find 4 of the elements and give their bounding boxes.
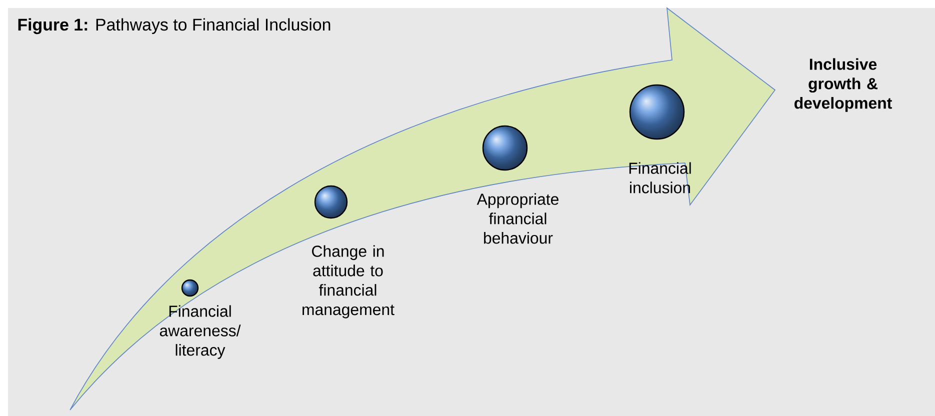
goal-label: Inclusive growth & development [794, 58, 892, 112]
stage-label: Appropriate financial behaviour [476, 193, 558, 244]
diagram-title: Figure 1: Pathways to Financial Inclusion [18, 18, 330, 34]
stage-label: Change in attitude to financial management [302, 245, 394, 318]
